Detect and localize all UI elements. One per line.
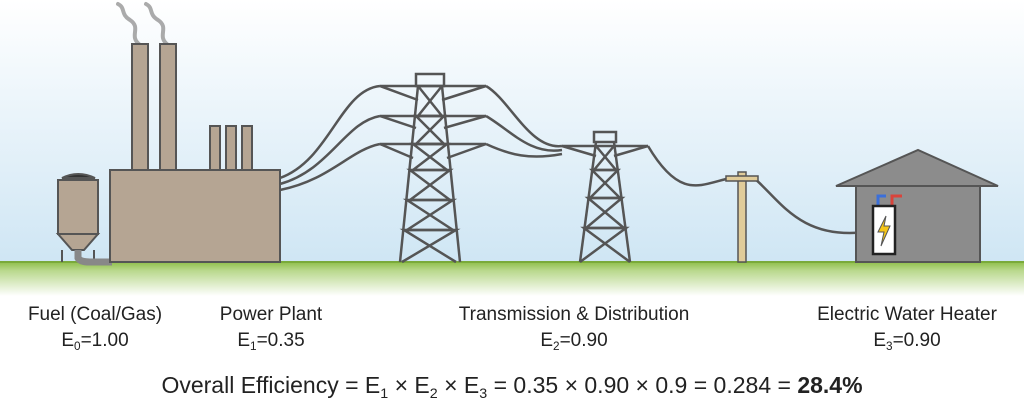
power-plant-icon xyxy=(109,43,281,263)
stage-name: Fuel (Coal/Gas) xyxy=(27,304,163,325)
fuel-hopper-icon xyxy=(55,173,112,266)
power-lines xyxy=(279,84,867,235)
water-heater-icon xyxy=(871,194,902,256)
utility-pole-icon xyxy=(725,171,759,263)
stage-label-water-heater: Electric Water Heater E3=0.90 xyxy=(817,302,997,354)
smoke-icon xyxy=(116,2,170,47)
stage-name: Electric Water Heater xyxy=(817,304,997,325)
distribution-tower-icon xyxy=(561,130,649,264)
stage-efficiency: E2=0.90 xyxy=(540,330,608,354)
transmission-tower-icon xyxy=(379,72,487,264)
stage-label-power-plant: Power Plant E1=0.35 xyxy=(220,302,322,354)
ground xyxy=(0,262,1024,296)
overall-efficiency-result: 28.4% xyxy=(797,372,863,398)
stage-efficiency: E3=0.90 xyxy=(873,330,941,354)
stage-label-transmission: Transmission & Distribution E2=0.90 xyxy=(459,302,690,354)
energy-chain-illustration xyxy=(0,0,1024,296)
stage-label-fuel: Fuel (Coal/Gas) E0=1.00 xyxy=(28,302,162,354)
stage-efficiency: E1=0.35 xyxy=(237,330,305,354)
stage-efficiency: E0=1.00 xyxy=(61,330,129,354)
house-icon xyxy=(835,148,999,263)
stage-name: Transmission & Distribution xyxy=(458,304,690,325)
stage-name: Power Plant xyxy=(219,304,323,325)
overall-efficiency-formula: Overall Efficiency = E1 × E2 × E3 = 0.35… xyxy=(161,372,863,402)
